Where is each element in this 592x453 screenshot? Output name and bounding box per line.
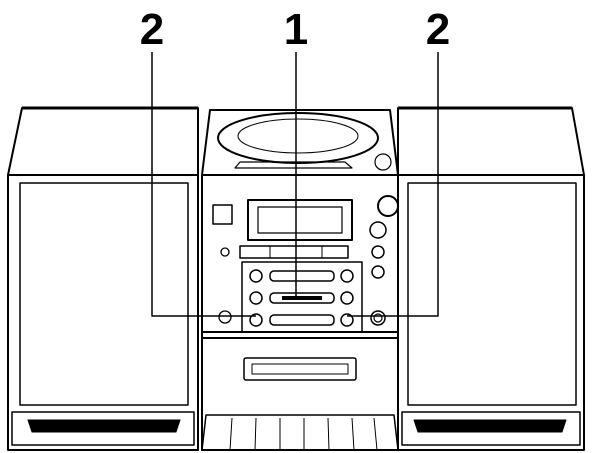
callout-label-left: 2 bbox=[140, 5, 164, 54]
right-speaker bbox=[397, 106, 585, 451]
cassette-door bbox=[243, 357, 357, 381]
control-panel bbox=[241, 261, 363, 333]
leader-line-right bbox=[347, 52, 439, 317]
cd-lid bbox=[217, 112, 379, 164]
right-button-1 bbox=[340, 269, 354, 283]
cd-open-button bbox=[374, 153, 392, 171]
leader-line-left bbox=[151, 52, 256, 317]
callout-label-right: 2 bbox=[426, 5, 450, 54]
callout-lines bbox=[151, 52, 439, 317]
display-window bbox=[247, 199, 353, 241]
volume-knob bbox=[377, 195, 399, 217]
right-button-2 bbox=[340, 291, 354, 305]
left-speaker-base bbox=[11, 411, 195, 446]
left-button-3 bbox=[249, 313, 263, 327]
left-button-2 bbox=[249, 291, 263, 305]
right-speaker-grille bbox=[407, 182, 577, 406]
left-button-1 bbox=[249, 269, 263, 283]
right-speaker-base bbox=[401, 411, 581, 446]
slot-1 bbox=[269, 270, 335, 282]
slot-3 bbox=[269, 314, 335, 326]
left-speaker bbox=[7, 106, 199, 451]
sensor-window bbox=[212, 204, 233, 225]
callout-label-center: 1 bbox=[284, 5, 308, 54]
left-speaker-grille bbox=[19, 182, 189, 406]
main-unit bbox=[201, 109, 399, 451]
cassette-keys bbox=[201, 414, 399, 451]
right-button-3 bbox=[340, 313, 354, 327]
slot-2 bbox=[269, 292, 335, 304]
top-button-row bbox=[239, 245, 349, 259]
